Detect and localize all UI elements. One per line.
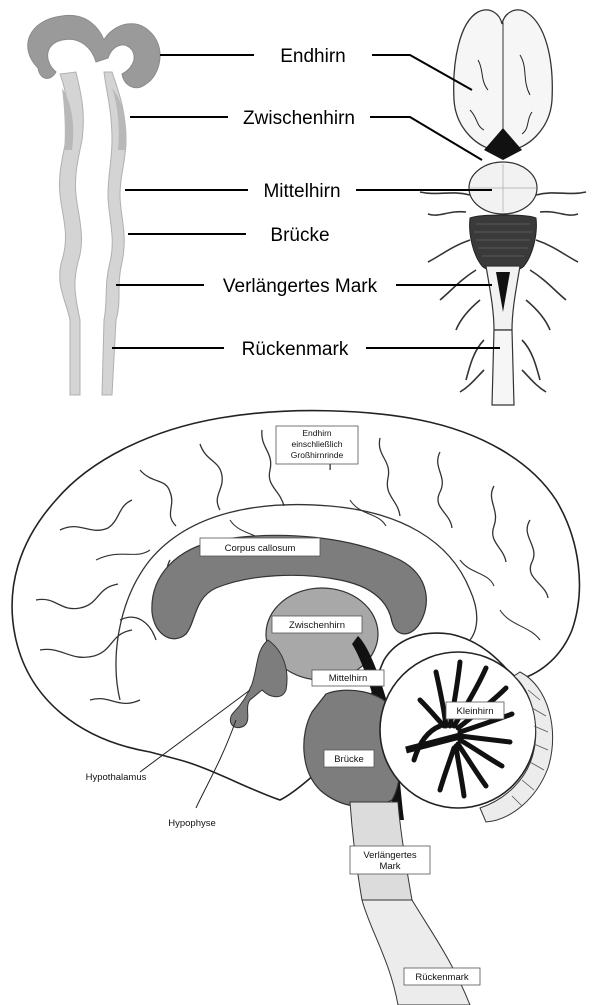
label-endhirn-line1: Endhirn xyxy=(302,428,332,438)
label-endhirn-line3: Großhirnrinde xyxy=(291,450,344,460)
label-hypothalamus: Hypothalamus xyxy=(86,772,147,783)
label-bruecke-section: Brücke xyxy=(334,754,364,765)
label-hypophyse: Hypophyse xyxy=(168,818,216,829)
top-labels: Endhirn Zwischenhirn Mittelhirn Brücke V… xyxy=(223,46,378,360)
label-verlaengertes-line1: Verlängertes xyxy=(363,850,417,861)
label-endhirn-line2: einschließlich xyxy=(291,439,342,449)
label-corpus-callosum: Corpus callosum xyxy=(225,543,296,554)
label-mittelhirn: Mittelhirn xyxy=(263,181,340,202)
label-zwischenhirn: Zwischenhirn xyxy=(243,108,355,129)
label-rueckenmark-section: Rückenmark xyxy=(415,972,469,983)
label-zwischenhirn-section: Zwischenhirn xyxy=(289,620,345,631)
label-rueckenmark: Rückenmark xyxy=(242,339,349,360)
label-bruecke: Brücke xyxy=(270,225,329,246)
brain-dorsal-view xyxy=(420,10,586,405)
label-mittelhirn-section: Mittelhirn xyxy=(329,673,368,684)
label-verlaengertes-line2: Mark xyxy=(379,861,400,872)
label-kleinhirn: Kleinhirn xyxy=(457,706,494,717)
cerebellum xyxy=(380,652,553,822)
label-endhirn: Endhirn xyxy=(280,46,346,67)
neural-tube-illustration xyxy=(28,15,160,395)
label-verlaengertes-mark: Verlängertes Mark xyxy=(223,276,378,297)
